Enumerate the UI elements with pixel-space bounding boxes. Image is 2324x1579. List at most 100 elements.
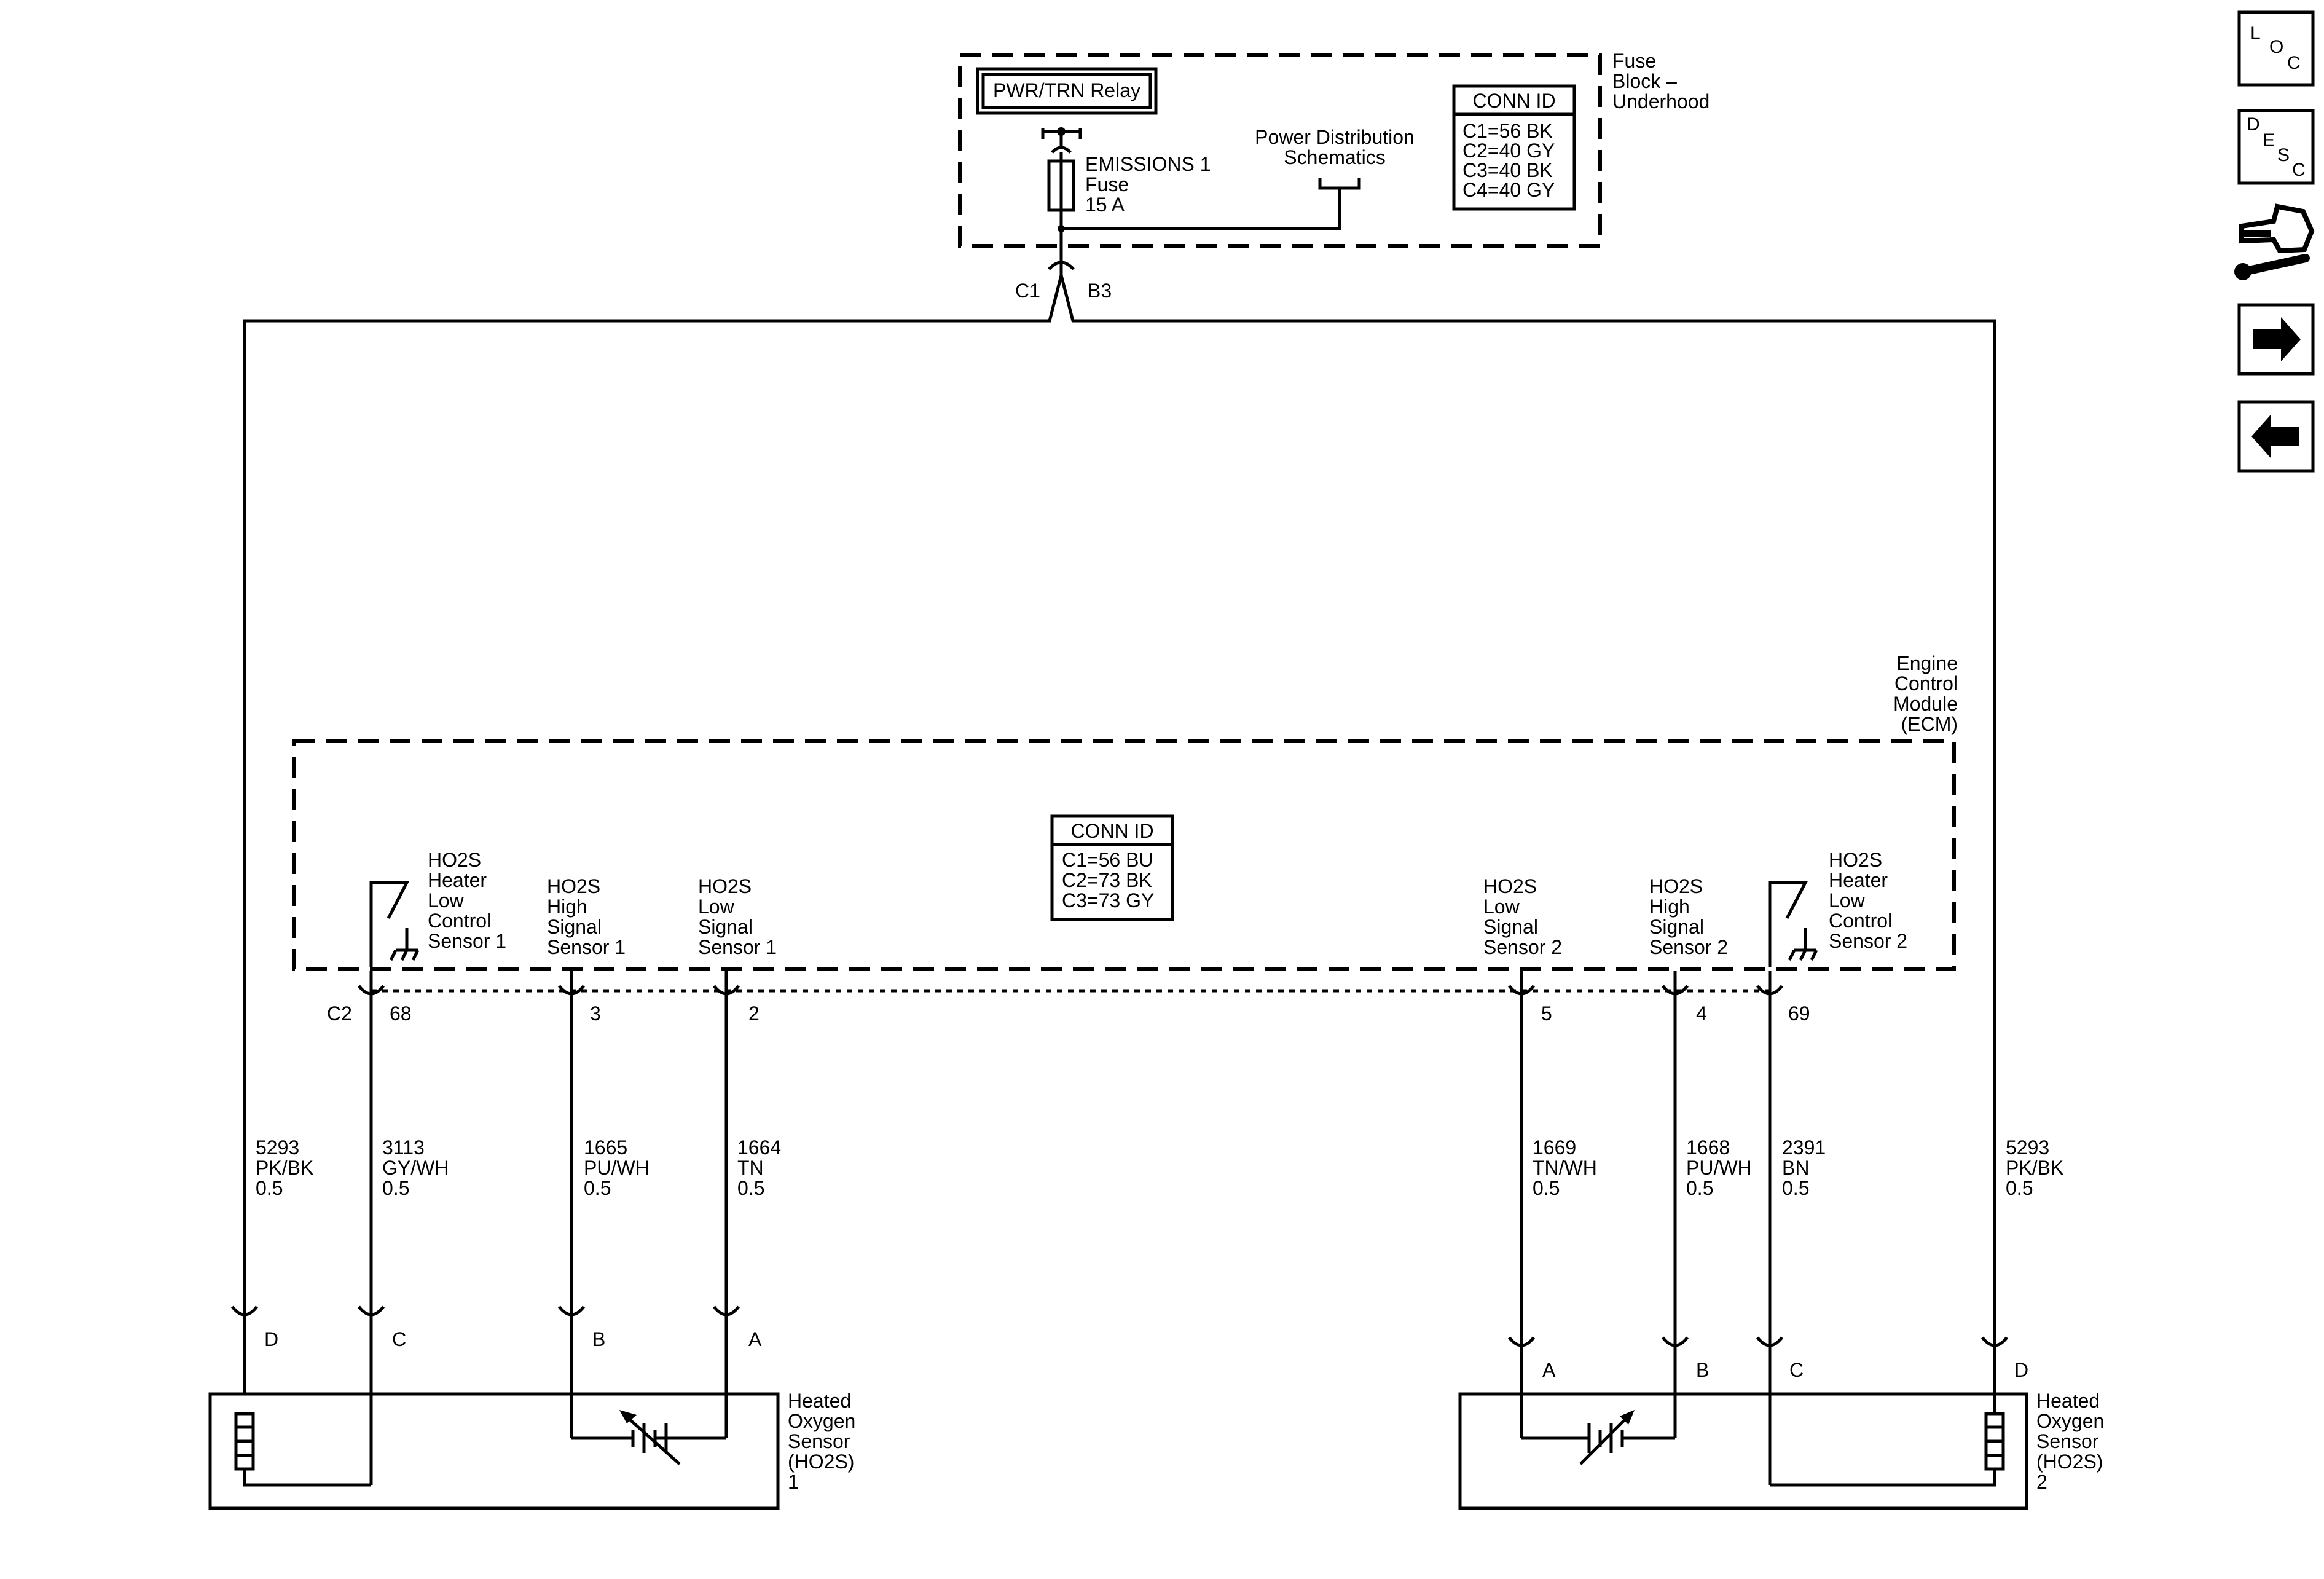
svg-text:Sensor 2: Sensor 2 [1483,936,1562,958]
wire-label-3113: 3113 GY/WH 0.5 [382,1136,449,1199]
svg-text:C2=40 GY: C2=40 GY [1462,140,1555,162]
ecm-title-4: (ECM) [1901,713,1958,735]
svg-text:3113: 3113 [382,1136,425,1159]
svg-text:1665: 1665 [584,1136,627,1159]
svg-text:1664: 1664 [737,1136,781,1159]
fuse-output-connector: C1 B3 [243,256,1996,1331]
svg-text:Low: Low [1483,896,1520,918]
arrow-right-icon [2253,317,2301,361]
fuse-label-1: EMISSIONS 1 [1085,153,1211,175]
desc-d: D [2247,114,2260,135]
wire-label-1669: 1669 TN/WH 0.5 [1533,1136,1597,1199]
ecm-pin-68-label: HO2S Heater Low Control Sensor 1 [428,849,506,952]
svg-text:C4=40 GY: C4=40 GY [1462,179,1555,201]
sensor-1: D C B A Heated Oxygen Sensor (HO2S) 1 [208,1300,855,1510]
desc-button[interactable]: D E S C [2237,109,2315,185]
fuse-block-conn-id: CONN ID C1=56 BK C2=40 GY C3=40 BK C4=40… [1452,84,1576,211]
ecm-pin-4-label: HO2S High Signal Sensor 2 [1649,875,1728,958]
fuse-block-title-3: Underhood [1612,90,1710,112]
wire-label-2391: 2391 BN 0.5 [1782,1136,1826,1199]
fuse-block: Fuse Block – Underhood PWR/TRN Relay EMI… [958,50,1710,256]
conn-c1-label: C1 [1015,280,1040,302]
previous-button[interactable] [2237,400,2315,473]
sensor2-title-2: Oxygen [2036,1410,2104,1432]
loc-c: C [2287,53,2301,73]
sensor1-pin-a: A [748,1328,762,1350]
sensor1-title-1: Heated [788,1390,851,1412]
svg-text:2391: 2391 [1782,1136,1826,1159]
svg-text:GY/WH: GY/WH [382,1157,449,1179]
svg-text:HO2S: HO2S [428,849,481,871]
svg-text:Sensor 2: Sensor 2 [1829,930,1907,952]
svg-text:CONN ID: CONN ID [1070,820,1153,842]
ecm-pin-69: 69 [1788,1002,1810,1025]
ecm-pin-3: 3 [590,1002,601,1025]
sensor1-title-5: 1 [788,1471,799,1493]
svg-text:Signal: Signal [1649,916,1704,938]
sensor2-pin-b: B [1696,1359,1709,1381]
loc-button[interactable]: L O C [2237,10,2315,87]
svg-text:Heater: Heater [428,869,487,891]
svg-text:0.5: 0.5 [256,1177,283,1199]
ecm-connector-label: C2 [327,1002,352,1025]
sensor2-pin-c: C [1789,1359,1804,1381]
svg-text:C1=56 BU: C1=56 BU [1062,849,1153,871]
fuse-block-title-1: Fuse [1612,50,1656,72]
svg-text:Low: Low [428,889,465,912]
svg-text:Heater: Heater [1829,869,1888,891]
wire-label-1665: 1665 PU/WH 0.5 [584,1136,650,1199]
sensor1-pin-c: C [392,1328,406,1350]
sensor1-title-3: Sensor [788,1430,850,1452]
wire-label-5293-left: 5293 PK/BK 0.5 [256,1136,313,1199]
ecm-pin-69-label: HO2S Heater Low Control Sensor 2 [1829,849,1907,952]
wires: 5293 PK/BK 0.5 3113 GY/WH 0.5 1665 PU/WH… [256,996,2063,1331]
svg-text:1669: 1669 [1533,1136,1576,1159]
ecm-pin-2: 2 [748,1002,760,1025]
sensor2-title-1: Heated [2036,1390,2100,1412]
svg-text:Control: Control [428,910,491,932]
svg-text:Low: Low [1829,889,1866,912]
power-dist-label-2: Schematics [1284,146,1385,168]
svg-text:0.5: 0.5 [1686,1177,1713,1199]
wire-label-1668: 1668 PU/WH 0.5 [1686,1136,1752,1199]
power-dist-label-1: Power Distribution [1255,126,1415,148]
svg-text:BN: BN [1782,1157,1809,1179]
svg-text:5293: 5293 [2006,1136,2049,1159]
svg-text:Signal: Signal [1483,916,1538,938]
svg-text:PU/WH: PU/WH [1686,1157,1752,1179]
svg-text:C3=40 BK: C3=40 BK [1462,159,1553,181]
fuse-label-3: 15 A [1085,194,1125,216]
svg-text:HO2S: HO2S [1829,849,1882,871]
svg-text:0.5: 0.5 [1782,1177,1809,1199]
svg-text:C2=73 BK: C2=73 BK [1062,869,1152,891]
sensor1-pin-d: D [264,1328,278,1350]
ecm-pin-4: 4 [1696,1002,1707,1025]
fuse-label-2: Fuse [1085,173,1129,195]
svg-text:Sensor 1: Sensor 1 [698,936,777,958]
svg-text:PU/WH: PU/WH [584,1157,650,1179]
connector-wrench-button[interactable] [2234,203,2315,280]
sensor2-pin-d: D [2014,1359,2028,1381]
svg-text:Sensor 1: Sensor 1 [428,930,506,952]
ecm-pin-5: 5 [1541,1002,1552,1025]
wire-label-1664: 1664 TN 0.5 [737,1136,781,1199]
relay-label: PWR/TRN Relay [993,79,1140,101]
svg-text:Sensor 1: Sensor 1 [547,936,626,958]
svg-text:High: High [1649,896,1690,918]
svg-text:0.5: 0.5 [382,1177,409,1199]
desc-s: S [2277,145,2290,165]
sensor2-pin-a: A [1542,1359,1556,1381]
sensor1-title-4: (HO2S) [788,1451,854,1473]
ecm: Engine Control Module (ECM) CONN ID C1=5… [292,652,1958,971]
ecm-pin-3-label: HO2S High Signal Sensor 1 [547,875,626,958]
ecm-title-2: Control [1894,672,1958,695]
next-button[interactable] [2237,303,2315,376]
svg-text:Sensor 2: Sensor 2 [1649,936,1728,958]
ecm-title-1: Engine [1896,652,1958,674]
svg-text:C1=56 BK: C1=56 BK [1462,120,1553,142]
svg-text:CONN ID: CONN ID [1472,90,1555,112]
desc-e: E [2263,130,2275,151]
svg-text:0.5: 0.5 [584,1177,611,1199]
svg-text:C3=73 GY: C3=73 GY [1062,889,1154,912]
svg-text:HO2S: HO2S [547,875,600,897]
